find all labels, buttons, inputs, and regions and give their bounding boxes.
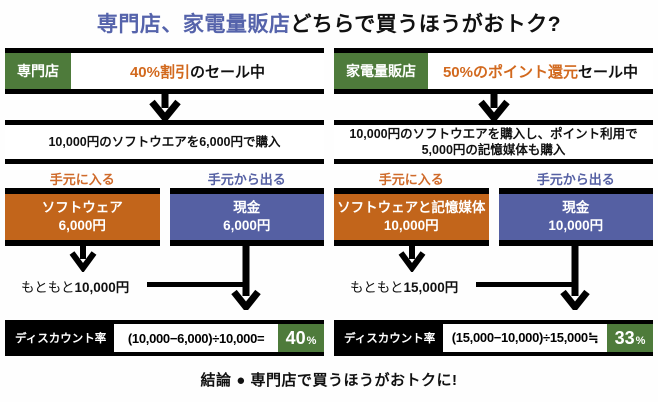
page-title: 専門店、家電量販店どちらで買うほうがおトク? [0,0,658,38]
short-down-arrow-icon [397,246,427,272]
discount-rate-value: 33 [614,328,635,348]
discount-bar: ディスカウント率 (15,000−10,000)÷15,000≒ 33% [334,320,653,356]
incoming-box: ソフトウェアと記憶媒体 10,000円 [334,188,489,246]
purchase-description: 10,000円のソフトウエアを購入し、ポイント利用で 5,000円の記憶媒体も購… [334,120,653,164]
store-header: 家電量販店 50%のポイント還元セール中 [334,48,653,94]
column-electronics-store: 家電量販店 50%のポイント還元セール中 10,000円のソフトウエアを購入し、… [334,48,653,356]
original-price-label: もともと10,000円 [21,276,129,296]
long-down-arrow-icon [230,246,262,310]
incoming-amount: 10,000円 [383,218,439,233]
store-badge: 家電量販店 [334,53,428,89]
original-price-value: 15,000円 [403,280,459,295]
discount-rate-unit: % [306,335,317,347]
down-arrow-icon [334,94,653,120]
incoming-amount: 6,000円 [58,218,106,233]
outgoing-amount: 10,000円 [548,218,604,233]
outgoing-label: 手元から出る [207,171,286,187]
store-badge: 専門店 [5,53,71,89]
incoming-label: 手元に入る [49,171,115,187]
title-highlight: 専門店、家電量販店 [96,13,291,36]
title-rest: どちらで買うほうがおトク? [290,13,562,36]
flow-area: もともと10,000円 [5,246,324,312]
offer-rest: のセール中 [190,63,266,81]
offer-highlight: 50%のポイント還元 [442,63,578,81]
flow-area: もともと15,000円 [334,246,653,312]
io-labels: 手元に入る 手元から出る [334,168,653,188]
outgoing-amount: 6,000円 [223,218,271,233]
discount-label: ディスカウント率 [15,333,107,345]
outgoing-label: 手元から出る [536,171,615,187]
discount-rate-value: 40 [285,328,306,348]
offer-text: 40%割引のセール中 [71,53,324,89]
incoming-item: ソフトウェアと記憶媒体 [337,199,486,215]
connector-line [147,282,247,287]
store-header: 専門店 40%割引のセール中 [5,48,324,94]
purchase-description: 10,000円のソフトウエアを6,000円で購入 [5,120,324,164]
original-price-prefix: もともと [350,280,404,295]
discount-formula: (15,000−10,000)÷15,000≒ [443,324,607,352]
purchase-line1: 10,000円のソフトウエアを6,000円で購入 [48,134,281,149]
purchase-line2: 5,000円の記憶媒体も購入 [421,143,566,157]
offer-rest: セール中 [578,63,639,81]
discount-label: ディスカウント率 [344,333,436,345]
offer-text: 50%のポイント還元セール中 [428,53,653,89]
outgoing-box: 現金 10,000円 [498,188,653,246]
discount-rate-badge: 33% [607,324,653,352]
discount-rate-badge: 40% [278,324,324,352]
io-boxes: ソフトウェアと記憶媒体 10,000円 現金 10,000円 [334,188,653,246]
short-down-arrow-icon [68,246,98,272]
purchase-line1: 10,000円のソフトウエアを購入し、ポイント利用で [349,126,638,141]
discount-formula: (10,000−6,000)÷10,000= [114,324,278,352]
outgoing-item: 現金 [233,199,261,215]
connector-line [476,282,576,287]
incoming-label: 手元に入る [378,171,444,187]
comparison-columns: 専門店 40%割引のセール中 10,000円のソフトウエアを6,000円で購入 … [0,48,658,356]
outgoing-item: 現金 [562,199,590,215]
conclusion-text: 結論 ● 専門店で買うほうがおトクに! [200,372,458,389]
incoming-box: ソフトウェア 6,000円 [5,188,160,246]
original-price-prefix: もともと [21,280,75,295]
column-specialty-store: 専門店 40%割引のセール中 10,000円のソフトウエアを6,000円で購入 … [5,48,324,356]
incoming-item: ソフトウェア [41,199,123,215]
io-boxes: ソフトウェア 6,000円 現金 6,000円 [5,188,324,246]
original-price-value: 10,000円 [74,280,130,295]
offer-highlight: 40%割引 [129,63,190,81]
long-down-arrow-icon [559,246,591,310]
original-price-label: もともと15,000円 [350,276,458,296]
outgoing-box: 現金 6,000円 [169,188,324,246]
down-arrow-icon [5,94,324,120]
io-labels: 手元に入る 手元から出る [5,168,324,188]
discount-rate-unit: % [635,335,646,347]
discount-bar: ディスカウント率 (10,000−6,000)÷10,000= 40% [5,320,324,356]
